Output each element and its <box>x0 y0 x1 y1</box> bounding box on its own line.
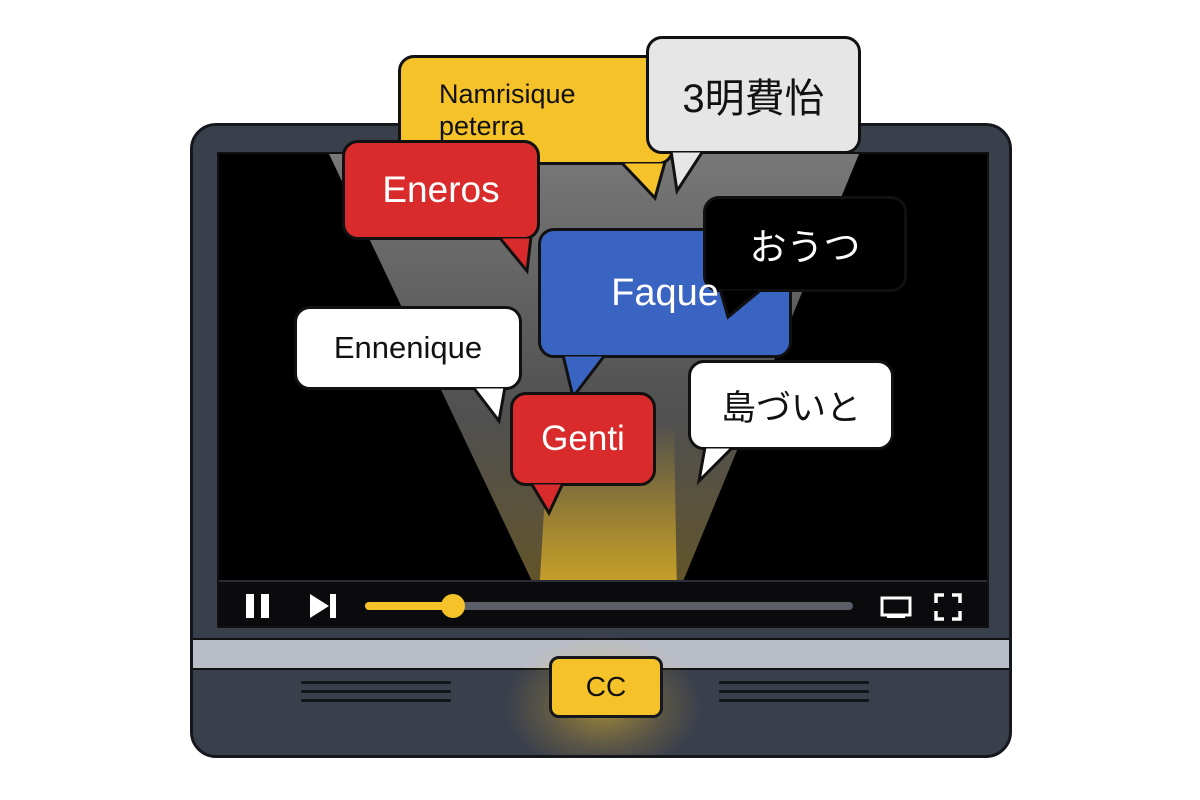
caption-text: 3明費怡 <box>682 77 825 121</box>
progress-track[interactable] <box>365 594 853 618</box>
caption-text: Namrisique peterra <box>439 79 576 141</box>
caption-bubble-japanese-3: 島づいと <box>688 360 894 486</box>
caption-text: Faque <box>611 271 719 314</box>
caption-bubble-japanese-2: おうつ <box>703 196 907 320</box>
progress-fill <box>365 602 453 610</box>
caption-bubble-genti: Genti <box>510 392 656 517</box>
pause-button[interactable] <box>243 592 273 620</box>
caption-bubble-eneros: Eneros <box>342 140 540 275</box>
speaker-grille-right <box>719 681 869 708</box>
miniplayer-icon <box>880 596 912 618</box>
next-button[interactable] <box>307 592 339 620</box>
caption-text: Genti <box>541 419 625 458</box>
miniplayer-button[interactable] <box>879 592 913 620</box>
caption-bubble-japanese-1: 3明費怡 <box>646 36 861 195</box>
caption-bubble-ennenique: Ennenique <box>294 306 522 425</box>
speaker-grille-left <box>301 681 451 708</box>
progress-thumb[interactable] <box>440 594 465 618</box>
caption-text: おうつ <box>749 227 861 268</box>
pause-icon <box>246 594 269 618</box>
caption-text: 島づいと <box>720 388 861 428</box>
fullscreen-icon <box>934 593 962 621</box>
caption-text: Eneros <box>382 169 500 210</box>
fullscreen-button[interactable] <box>933 592 963 622</box>
player-controls <box>219 580 987 626</box>
skip-next-icon <box>310 594 336 618</box>
closed-captions-button[interactable]: CC <box>549 656 663 718</box>
caption-text: Ennenique <box>333 330 483 365</box>
